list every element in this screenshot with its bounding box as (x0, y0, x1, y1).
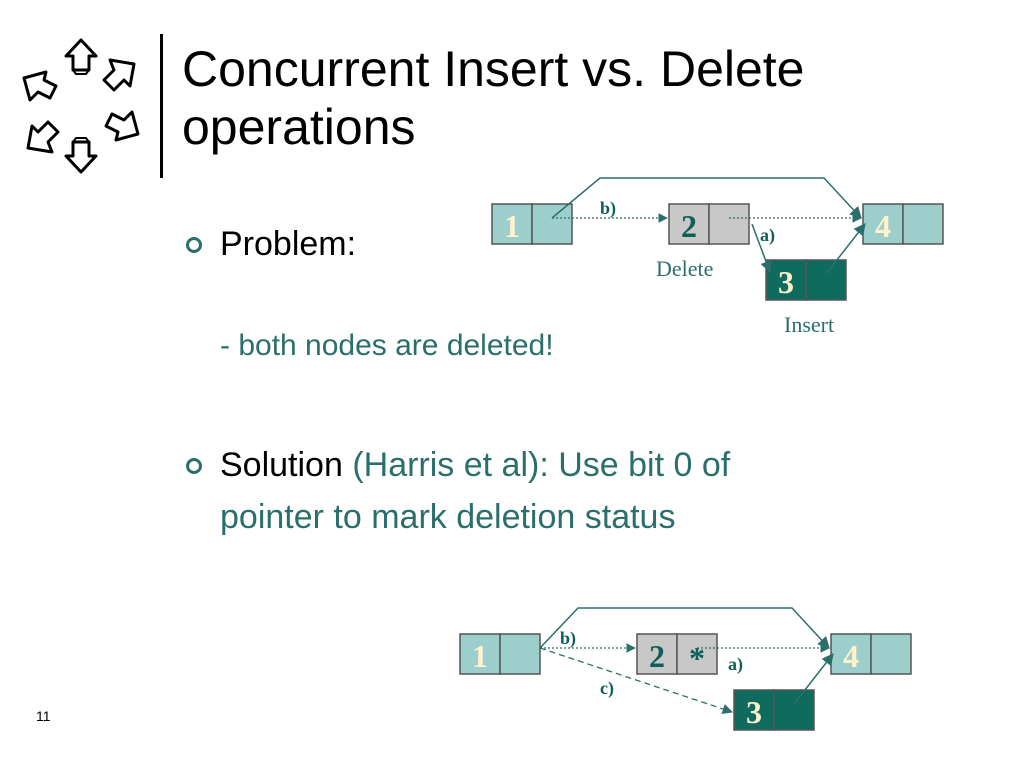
title-line-2: operations (182, 99, 416, 155)
bottom-label-c: c) (600, 678, 614, 699)
solution-label: Solution (220, 446, 343, 484)
top-caption-insert: Insert (784, 312, 834, 337)
top-label-b: b) (600, 198, 616, 219)
hexagon-logo-icon (22, 38, 140, 174)
top-node-2: 2 (668, 203, 750, 245)
top-edge-2-to-3 (751, 223, 772, 274)
bottom-edge-1-to-4 (539, 607, 830, 649)
top-edge-3-to-4 (825, 223, 866, 275)
title-line-1: Concurrent Insert vs. Delete (182, 41, 805, 97)
top-diagram: 1 2 3 4 b) a) Delete Insert (491, 177, 944, 337)
top-node-2-label: 2 (681, 208, 697, 244)
top-label-a: a) (760, 225, 775, 246)
bottom-label-b: b) (560, 628, 576, 649)
bottom-label-a: a) (728, 654, 743, 675)
bottom-node-3-label: 3 (746, 694, 762, 730)
solution-line-2: pointer to mark deletion status (220, 498, 676, 536)
bottom-node-2: 2 * (636, 633, 718, 676)
bottom-node-4: 4 (830, 633, 912, 675)
problem-label: Problem: (220, 225, 357, 263)
bottom-node-3: 3 (733, 689, 815, 731)
bullet-icon (186, 237, 202, 253)
top-edge-1-to-4 (551, 177, 862, 219)
deletion-mark: * (689, 640, 705, 676)
slide-title: Concurrent Insert vs. Delete operations (182, 40, 805, 156)
top-node-4-label: 4 (875, 208, 891, 244)
problem-detail: - both nodes are deleted! (220, 329, 554, 362)
title-divider (160, 34, 163, 178)
bottom-edge-3-to-4 (793, 653, 834, 705)
bottom-node-4-label: 4 (843, 638, 859, 674)
solution-line-1: Solution (Harris et al): Use bit 0 of (220, 443, 730, 487)
solution-detail: (Harris et al): Use bit 0 of (342, 446, 731, 484)
bottom-diagram: 1 2 * 3 4 b) a) c) (459, 607, 912, 731)
top-caption-delete: Delete (656, 256, 713, 281)
top-node-3-label: 3 (778, 264, 794, 300)
bullet-icon (186, 458, 202, 474)
top-node-4: 4 (862, 203, 944, 245)
bottom-node-1: 1 (459, 633, 541, 675)
top-node-1-label: 1 (504, 208, 520, 244)
bottom-node-1-label: 1 (472, 638, 488, 674)
bottom-node-2-label: 2 (649, 638, 665, 674)
slide-number: 11 (36, 708, 51, 724)
bottom-edge-1-to-3 (539, 647, 733, 714)
top-node-1: 1 (491, 203, 573, 245)
top-node-3: 3 (765, 259, 847, 301)
